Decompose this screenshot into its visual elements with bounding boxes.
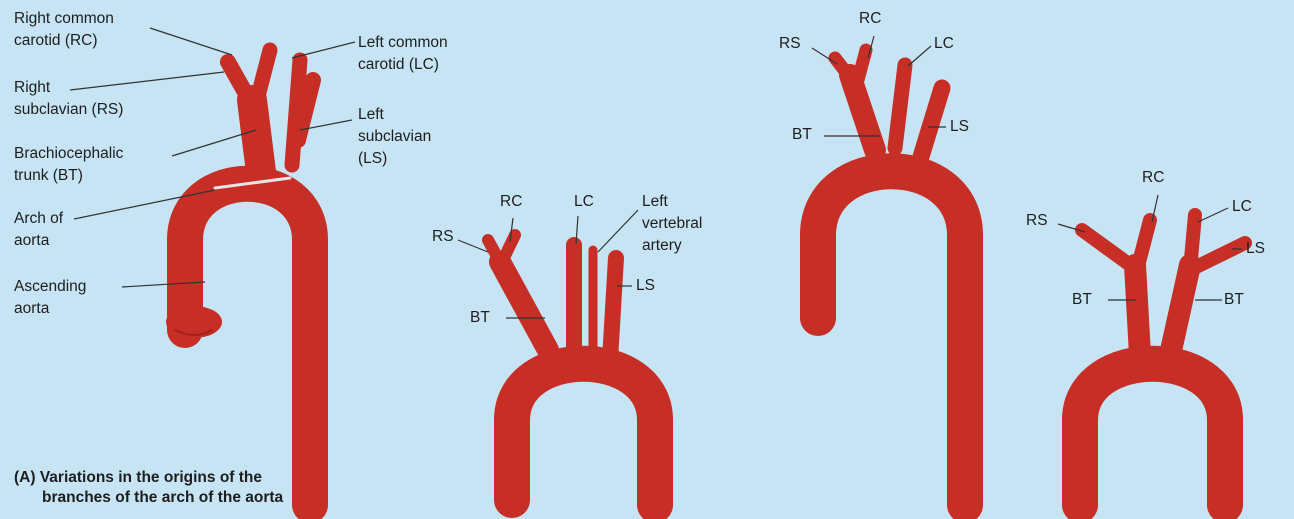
p4-label-bt-right: BT <box>1224 289 1244 311</box>
p3-label-lc: LC <box>934 33 954 55</box>
p4-label-bt-left: BT <box>1072 289 1092 311</box>
figure-caption: (A) Variations in the origins of the bra… <box>14 468 283 508</box>
p2-label-rs: RS <box>432 226 454 248</box>
caption-line-2: branches of the arch of the aorta <box>14 488 283 508</box>
panel2-aorta <box>488 235 655 505</box>
p4-label-rs: RS <box>1026 210 1048 232</box>
p4-label-lc: LC <box>1232 196 1252 218</box>
p4-label-ls: LS <box>1246 238 1265 260</box>
p2-label-ls: LS <box>636 275 655 297</box>
p3-label-rs: RS <box>779 33 801 55</box>
p3-label-bt: BT <box>792 124 812 146</box>
p3-label-rc: RC <box>859 8 881 30</box>
panel4-aorta <box>1080 215 1245 505</box>
panel3-aorta <box>818 50 965 505</box>
p3-label-ls: LS <box>950 116 969 138</box>
p2-label-lc: LC <box>574 191 594 213</box>
panel1-aorta <box>166 50 313 505</box>
p4-label-rc: RC <box>1142 167 1164 189</box>
caption-line-1: (A) Variations in the origins of the <box>14 469 262 486</box>
p2-label-rc: RC <box>500 191 522 213</box>
p2-label-bt: BT <box>470 307 490 329</box>
